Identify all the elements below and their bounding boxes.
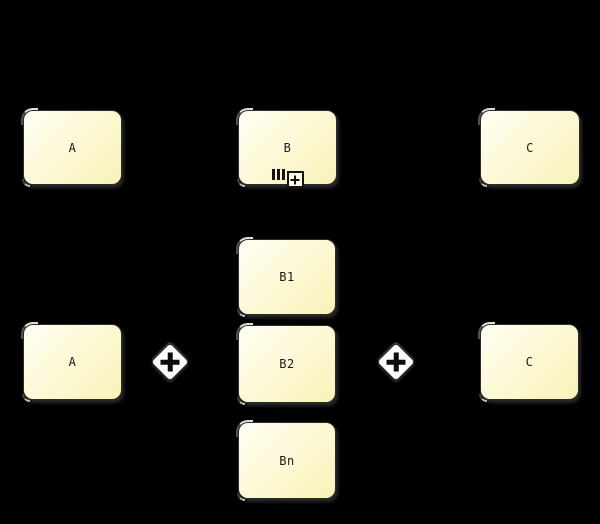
task-a-expanded: A — [21, 322, 122, 402]
task-b2-label: B2 — [279, 357, 295, 371]
sequential-multi-instance-icon — [271, 169, 285, 180]
collapsed-subprocess-plus-icon — [286, 171, 304, 188]
task-a-expanded-label: A — [68, 355, 77, 369]
task-b-multi-instance: B — [236, 108, 337, 188]
task-c-top: C — [478, 108, 580, 187]
task-a-top: A — [21, 108, 122, 187]
parallel-gateway-split — [150, 342, 190, 382]
task-b2: B2 — [236, 323, 336, 405]
parallel-gateway-plus-icon — [157, 349, 183, 375]
task-c-top-label: C — [526, 140, 534, 155]
parallel-gateway-plus-icon — [383, 349, 409, 375]
task-bn: Bn — [236, 420, 336, 501]
task-bn-label: Bn — [279, 453, 295, 468]
task-c-expanded-label: C — [525, 355, 534, 369]
task-b-marker-group — [271, 169, 304, 188]
parallel-gateway-join — [376, 342, 416, 382]
task-b1-label: B1 — [279, 270, 295, 284]
task-b-label: B — [283, 140, 292, 155]
task-c-expanded: C — [478, 322, 579, 402]
task-a-top-label: A — [68, 140, 77, 155]
task-b1: B1 — [236, 237, 336, 317]
